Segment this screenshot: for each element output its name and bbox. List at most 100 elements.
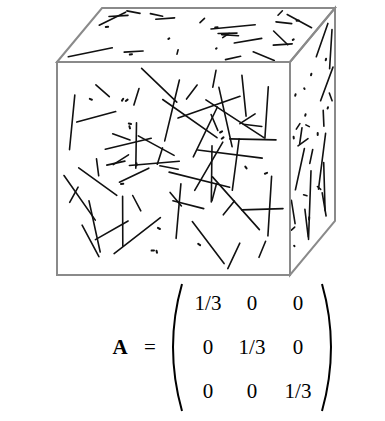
fiber bbox=[292, 38, 295, 41]
fiber bbox=[317, 187, 320, 190]
matrix-left-paren bbox=[173, 284, 182, 411]
fiber bbox=[158, 228, 160, 229]
fiber bbox=[245, 167, 246, 169]
fiber bbox=[306, 125, 309, 127]
fiber-strokes bbox=[64, 11, 333, 269]
fiber bbox=[121, 183, 123, 185]
fiber bbox=[242, 209, 283, 210]
fiber bbox=[198, 150, 262, 158]
matrix-name: A bbox=[112, 337, 127, 358]
fiber bbox=[192, 222, 224, 264]
cube-top-face bbox=[57, 8, 335, 62]
fiber bbox=[64, 176, 95, 221]
fiber bbox=[128, 126, 131, 128]
fiber bbox=[223, 201, 234, 215]
fiber bbox=[291, 227, 294, 230]
fiber bbox=[291, 200, 295, 223]
fiber bbox=[134, 89, 139, 105]
fiber bbox=[327, 107, 329, 108]
fiber bbox=[96, 85, 109, 97]
fiber bbox=[122, 196, 124, 246]
fiber bbox=[169, 172, 230, 187]
fiber bbox=[322, 193, 326, 216]
fiber bbox=[97, 159, 99, 176]
fiber bbox=[124, 51, 143, 52]
fiber bbox=[222, 137, 224, 138]
fiber bbox=[310, 150, 313, 164]
fiber bbox=[119, 168, 148, 182]
fiber bbox=[211, 146, 213, 202]
fiber bbox=[177, 50, 178, 54]
fiber bbox=[228, 243, 240, 268]
fiber bbox=[226, 56, 241, 59]
fiber bbox=[215, 26, 217, 28]
fiber bbox=[278, 11, 282, 15]
equals-sign: = bbox=[144, 337, 156, 358]
fiber bbox=[304, 114, 306, 116]
fiber bbox=[303, 87, 305, 90]
fiber bbox=[296, 124, 300, 130]
fiber bbox=[213, 70, 216, 87]
fiber bbox=[293, 245, 295, 248]
fiber bbox=[259, 241, 266, 257]
fiber bbox=[293, 137, 295, 139]
fiber bbox=[167, 37, 170, 40]
matrix-cell: 0 bbox=[203, 381, 214, 402]
fiber bbox=[89, 201, 100, 252]
fiber bbox=[114, 218, 160, 254]
fiber bbox=[305, 209, 308, 237]
matrix-cell: 1/3 bbox=[239, 337, 266, 358]
fiber bbox=[70, 95, 75, 150]
fiber bbox=[212, 184, 216, 201]
fiber bbox=[176, 184, 181, 239]
fiber bbox=[317, 133, 319, 135]
fiber bbox=[178, 96, 240, 118]
cube-right-face bbox=[290, 8, 335, 275]
fiber bbox=[113, 134, 130, 140]
fiber bbox=[156, 251, 159, 253]
fiber bbox=[150, 14, 162, 17]
fiber bbox=[325, 59, 327, 61]
matrix-cell: 0 bbox=[293, 293, 304, 314]
fiber bbox=[219, 87, 232, 146]
fiber bbox=[273, 44, 292, 45]
fiber bbox=[198, 244, 200, 245]
fiber bbox=[135, 123, 137, 169]
fiber bbox=[160, 166, 178, 169]
fiber bbox=[77, 112, 116, 123]
fiber bbox=[156, 18, 175, 19]
fiber bbox=[297, 19, 299, 21]
fiber bbox=[107, 161, 125, 165]
cube-front-face bbox=[57, 62, 290, 275]
fiber bbox=[106, 26, 108, 28]
fiber bbox=[222, 35, 239, 36]
fiber bbox=[215, 47, 218, 50]
fiber bbox=[82, 225, 99, 257]
fiber bbox=[265, 87, 268, 139]
fiber bbox=[276, 22, 292, 24]
fiber bbox=[206, 100, 264, 138]
fiber bbox=[287, 15, 311, 28]
fiber bbox=[99, 12, 125, 25]
fiber bbox=[322, 110, 324, 126]
fiber bbox=[298, 139, 308, 146]
fiber bbox=[152, 249, 154, 251]
fiber bbox=[330, 30, 332, 69]
fiber bbox=[329, 93, 332, 101]
fiber bbox=[165, 80, 180, 141]
fiber bbox=[157, 148, 162, 164]
fiber bbox=[129, 161, 179, 165]
fiber bbox=[240, 114, 255, 124]
fiber bbox=[294, 94, 296, 96]
fiber bbox=[193, 107, 217, 157]
fiber bbox=[242, 75, 246, 116]
fiber bbox=[304, 195, 307, 196]
fiber bbox=[127, 11, 140, 14]
fiber bbox=[310, 74, 312, 76]
fiber bbox=[122, 99, 123, 101]
fiber bbox=[218, 32, 237, 34]
fiber bbox=[187, 85, 198, 99]
fiber bbox=[308, 217, 310, 219]
fiber bbox=[268, 176, 272, 236]
